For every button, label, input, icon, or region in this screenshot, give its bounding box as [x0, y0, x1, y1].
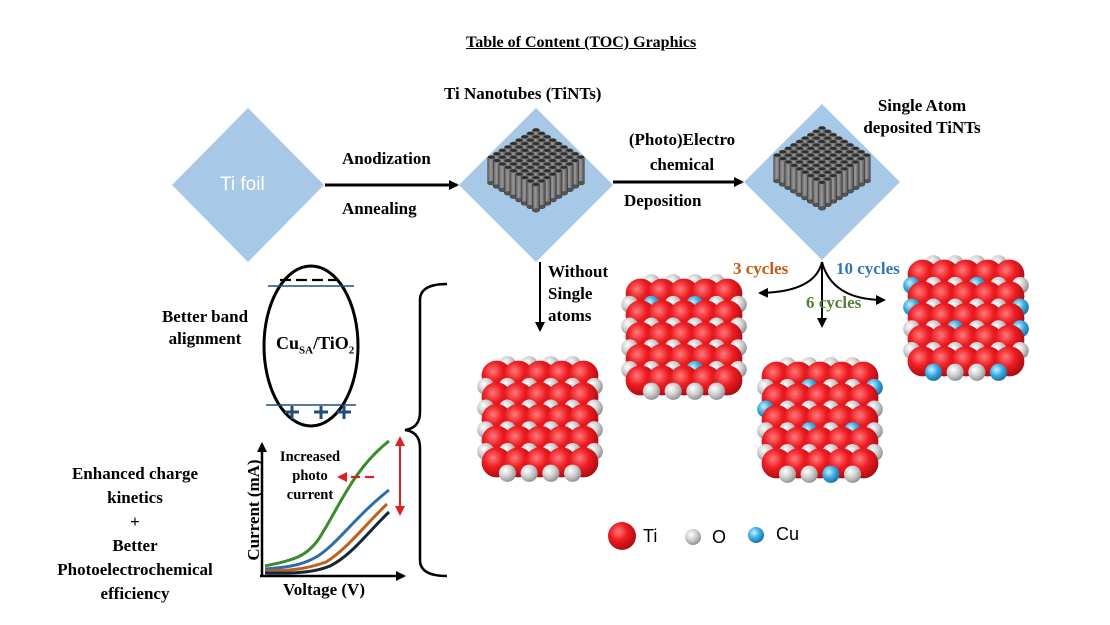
lattice-6-cycles [757, 357, 883, 483]
legend-o-swatch [685, 529, 701, 545]
legend-o-label: O [712, 527, 727, 547]
lattice-10-cycles [903, 255, 1029, 381]
sa-subscript: SA [299, 344, 314, 357]
hole-plus-icons [285, 406, 351, 419]
curly-brace [404, 282, 448, 578]
without-single-atoms-label: Without Single atoms [548, 261, 608, 327]
single-atom-label-line2: deposited TiNTs [863, 118, 981, 137]
better-band-line2: alignment [168, 329, 242, 348]
curve-dark [264, 510, 391, 575]
curve-green [264, 439, 390, 568]
page-title: Table of Content (TOC) Graphics [466, 34, 697, 51]
cu-tio2-label: CuSA/TiO2 [276, 333, 354, 357]
cycles-3-label: 3 cycles [733, 259, 789, 278]
ti-foil-diamond [172, 108, 324, 262]
kinetics-line4: Better [112, 536, 158, 555]
x-axis-label: Voltage (V) [283, 580, 365, 599]
ti-foil-label: Ti foil [220, 174, 265, 195]
tints-label: Ti Nanotubes (TiNTs) [444, 84, 602, 103]
lattice-3-cycles [621, 274, 747, 400]
increased-line2: photo [292, 468, 328, 484]
two-subscript: 2 [348, 344, 355, 357]
increased-current-label: Increased photo current [270, 448, 350, 505]
photo-electro-label: (Photo)Electro chemical [612, 127, 752, 177]
cycles-10-label: 10 cycles [836, 259, 900, 278]
tio-text: /TiO [313, 333, 349, 353]
better-band-line1: Better band [161, 307, 249, 326]
kinetics-line3: + [130, 512, 140, 531]
legend-cu-swatch [748, 527, 764, 543]
without-line1: Without [548, 262, 609, 281]
iv-graph [257, 436, 406, 581]
increased-line3: current [286, 487, 334, 503]
lattice-without-single-atoms [477, 356, 603, 482]
without-line3: atoms [548, 306, 592, 325]
cu-text: Cu [276, 333, 300, 353]
cycles-6-label: 6 cycles [806, 293, 862, 312]
curve-orange [264, 502, 389, 573]
nanotube-array-tints [487, 127, 585, 213]
deposition-label: Deposition [624, 191, 702, 210]
without-line2: Single [548, 284, 593, 303]
photo-electro-line2: chemical [649, 155, 715, 174]
single-atom-label: Single Atom deposited TiNTs [862, 95, 982, 139]
single-atom-label-line1: Single Atom [877, 96, 967, 115]
kinetics-line6: efficiency [100, 584, 170, 603]
annealing-label: Annealing [342, 199, 417, 218]
nanotube-array-single-atom [773, 125, 871, 211]
better-band-label: Better band alignment [140, 306, 270, 350]
band-ellipse [262, 264, 360, 428]
kinetics-line2: kinetics [107, 488, 163, 507]
legend-ti-label: Ti [643, 526, 658, 546]
legend-cu-label: Cu [776, 524, 800, 544]
curve-blue [264, 488, 390, 571]
cycle-branch-arrows [758, 261, 886, 328]
photo-electro-line1: (Photo)Electro [628, 130, 736, 149]
kinetics-line1: Enhanced charge [71, 464, 199, 483]
y-axis-label: Current (mA) [244, 459, 263, 561]
enhanced-kinetics-text: Enhanced charge kinetics + Better Photoe… [30, 462, 240, 606]
kinetics-line5: Photoelectrochemical [57, 560, 213, 579]
increased-line1: Increased [279, 449, 341, 465]
anodization-label: Anodization [342, 149, 431, 168]
legend-ti-swatch [608, 522, 636, 550]
